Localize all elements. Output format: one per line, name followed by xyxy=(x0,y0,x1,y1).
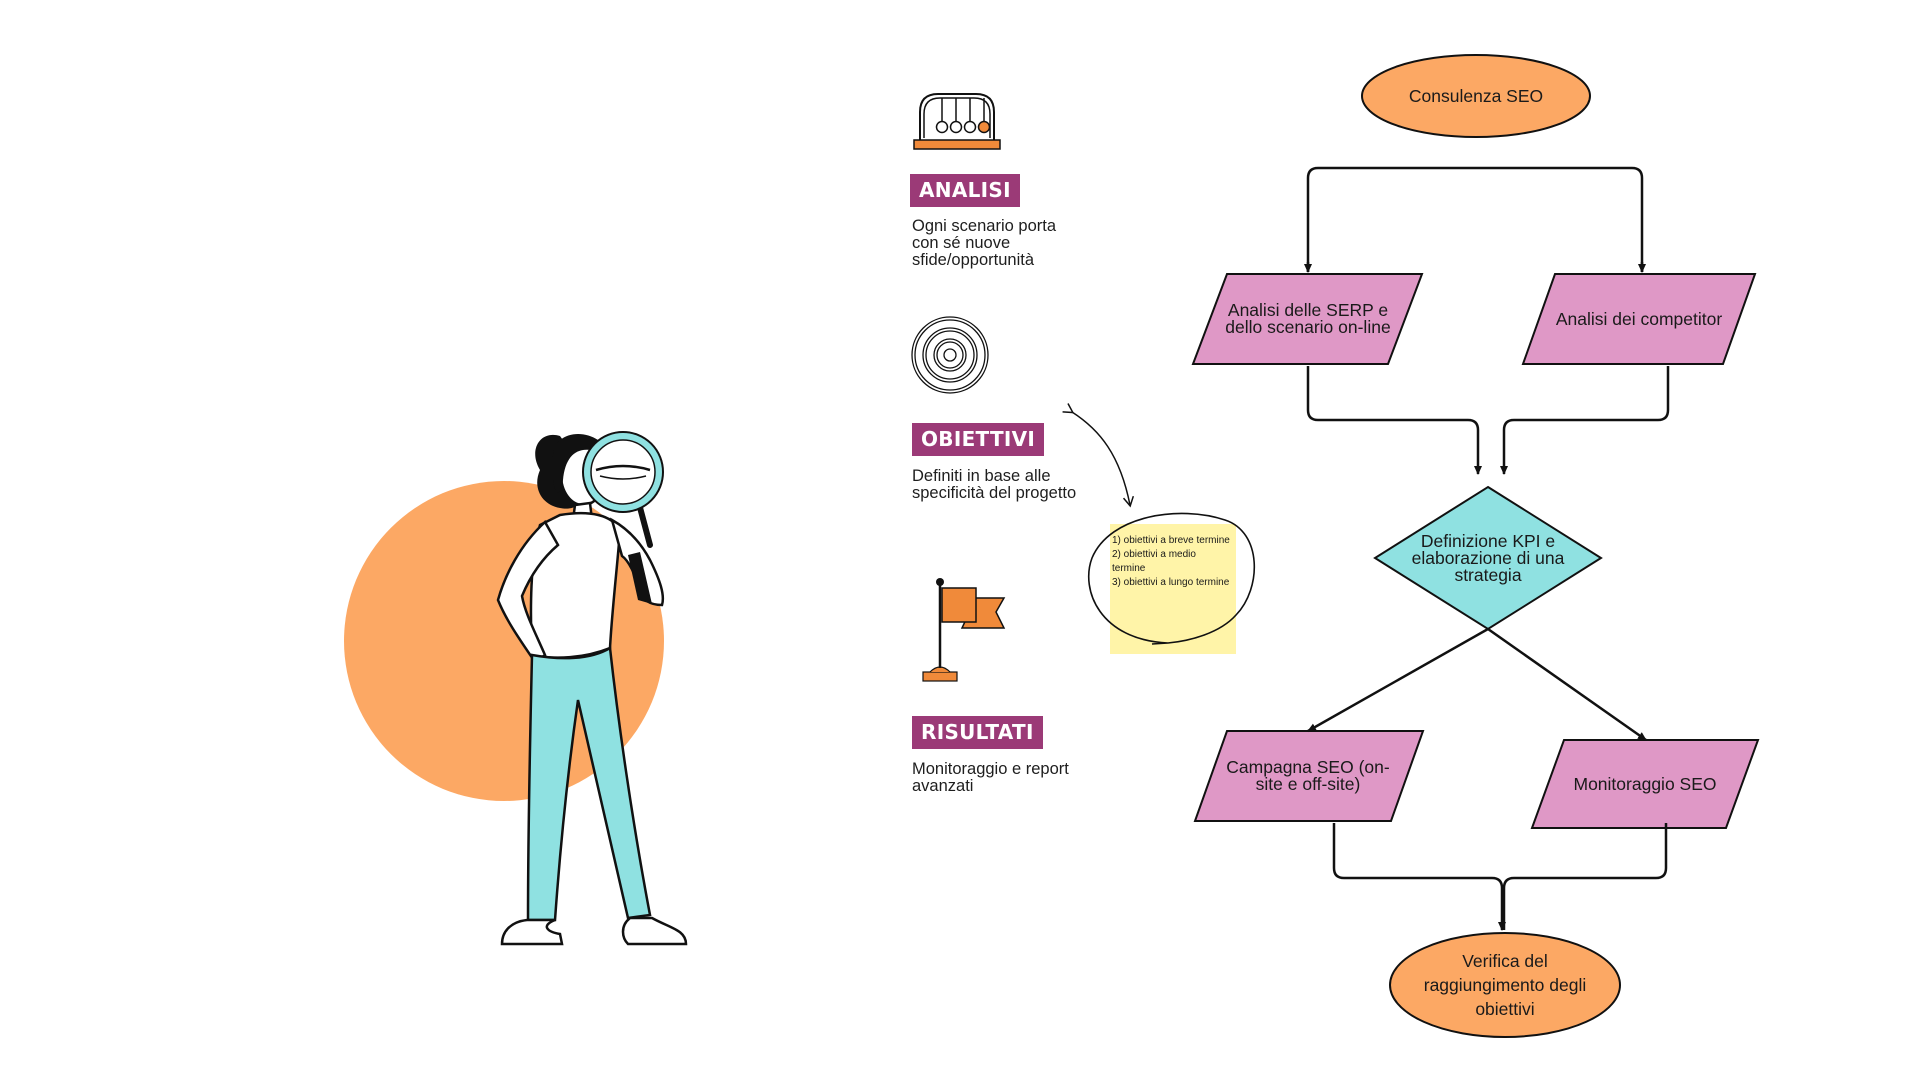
risultati-tag: RISULTATI xyxy=(912,716,1043,749)
magnifying-glass-icon xyxy=(583,432,663,512)
target-icon xyxy=(911,316,989,394)
monitoraggio-label: Monitoraggio SEO xyxy=(1573,773,1717,794)
note-line: 1) obiettivi a breve termine xyxy=(1112,535,1230,546)
competitor-node xyxy=(1521,273,1757,365)
start-label: Consulenza SEO xyxy=(1408,85,1544,106)
newtons-cradle-icon xyxy=(913,93,1001,150)
competitor-label: Analisi dei competitor xyxy=(1555,308,1723,329)
curved-arrow xyxy=(1062,403,1135,508)
flag-icon xyxy=(922,578,1006,682)
sticky-note-text: 1) obiettivi a breve termine 2) obiettiv… xyxy=(1112,534,1232,590)
kpi-label: Definizione KPI e elaborazione di una st… xyxy=(1411,530,1565,585)
end-node xyxy=(1389,932,1621,1038)
risultati-text: Monitoraggio e report avanzati xyxy=(912,760,1069,795)
flow-connectors xyxy=(1304,166,1670,931)
campagna-label: Campagna SEO (on-site e off-site) xyxy=(1226,757,1390,794)
serp-node xyxy=(1191,273,1424,365)
serp-label: Analisi delle SERP e dello scenario on-l… xyxy=(1225,300,1391,337)
campagna-node xyxy=(1193,730,1425,822)
obiettivi-text: Definiti in base alle specificità del pr… xyxy=(912,467,1077,502)
note-line: 3) obiettivi a lungo termine xyxy=(1112,577,1230,588)
woman-illustration xyxy=(344,431,688,946)
start-node xyxy=(1361,54,1591,138)
note-line: 2) obiettivi a medio termine xyxy=(1112,549,1196,574)
analisi-tag: ANALISI xyxy=(910,174,1020,207)
analisi-text: Ogni scenario porta con sé nuove sfide/o… xyxy=(912,217,1056,269)
obiettivi-tag: OBIETTIVI xyxy=(912,423,1045,456)
end-label: Verifica del raggiungimento degli obiett… xyxy=(1423,951,1587,1019)
sticky-note xyxy=(1087,512,1255,654)
monitoraggio-node xyxy=(1530,739,1760,829)
